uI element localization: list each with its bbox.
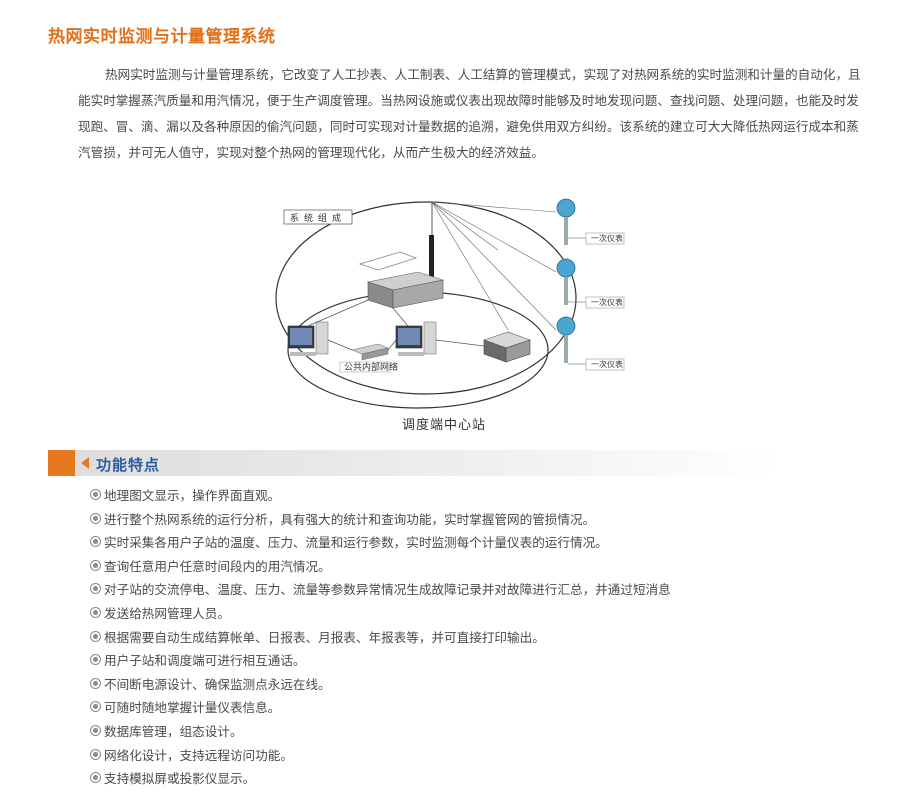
page-title: 热网实时监测与计量管理系统 (48, 27, 276, 47)
features-section-header: 功能特点 (48, 450, 778, 476)
bullet-icon (90, 701, 101, 713)
feature-text: 用户子站和调度端可进行相互通话。 (104, 653, 306, 669)
feature-text: 支持模拟屏或投影仪显示。 (104, 771, 256, 787)
feature-text: 查询任意用户任意时间段内的用汽情况。 (104, 558, 331, 574)
computer-icon-left (287, 321, 329, 356)
bullet-icon (90, 630, 101, 642)
system-composition-label: 系统组成 (290, 212, 346, 224)
feature-item: 对子站的交流停电、温度、压力、流量等参数异常情况生成故障记录并对故障进行汇总，并… (90, 578, 671, 602)
computer-icon-right (395, 321, 437, 356)
instrument-label-2: 一次仪表 (591, 297, 623, 307)
feature-text: 不间断电源设计、确保监测点永远在线。 (104, 676, 331, 692)
server-icon (366, 271, 445, 309)
bullet-icon (90, 677, 101, 689)
feature-item: 网络化设计，支持远程访问功能。 (90, 744, 671, 768)
feature-item: 支持模拟屏或投影仪显示。 (90, 767, 671, 791)
instrument-label-1: 一次仪表 (591, 233, 623, 243)
instrument-label-3: 一次仪表 (591, 359, 623, 369)
feature-item: 查询任意用户任意时间段内的用汽情况。 (90, 555, 671, 579)
feature-item: 发送给热网管理人员。 (90, 602, 671, 626)
section-accent-block (48, 450, 75, 476)
feature-item: 地理图文显示，操作界面直观。 (90, 484, 671, 508)
bullet-icon (90, 512, 101, 524)
instrument-icon-2 (556, 258, 625, 309)
printer-icon (483, 331, 531, 363)
feature-text: 进行整个热网系统的运行分析，具有强大的统计和查询功能，实时掌握管网的管损情况。 (104, 511, 596, 527)
feature-item: 数据库管理，组态设计。 (90, 720, 671, 744)
bullet-icon (90, 724, 101, 736)
feature-item: 用户子站和调度端可进行相互通话。 (90, 649, 671, 673)
bullet-icon (90, 536, 101, 548)
system-diagram-graphic: 公共内部网络 一次仪表 (275, 198, 625, 409)
bullet-icon (90, 489, 101, 500)
feature-text: 地理图文显示，操作界面直观。 (104, 488, 281, 503)
feature-text: 根据需要自动生成结算帐单、日报表、月报表、年报表等，并可直接打印输出。 (104, 629, 545, 645)
system-diagram: 公共内部网络 一次仪表 (268, 190, 638, 438)
bullet-icon (90, 772, 101, 784)
feature-text: 可随时随地掌握计量仪表信息。 (104, 700, 281, 716)
instrument-icon-1 (556, 198, 625, 245)
feature-item: 进行整个热网系统的运行分析，具有强大的统计和查询功能，实时掌握管网的管损情况。 (90, 508, 671, 532)
feature-text: 实时采集各用户子站的温度、压力、流量和运行参数，实时监测每个计量仪表的运行情况。 (104, 535, 608, 551)
bullet-icon (90, 654, 101, 666)
intro-paragraph: 热网实时监测与计量管理系统，它改变了人工抄表、人工制表、人工结算的管理模式，实现… (78, 67, 861, 160)
feature-item: 不间断电源设计、确保监测点永远在线。 (90, 673, 671, 697)
features-list: 地理图文显示，操作界面直观。 进行整个热网系统的运行分析，具有强大的统计和查询功… (90, 484, 671, 791)
feature-text: 对子站的交流停电、温度、压力、流量等参数异常情况生成故障记录并对故障进行汇总，并… (104, 582, 671, 598)
diagram-caption: 调度端中心站 (402, 418, 487, 433)
feature-text: 网络化设计，支持远程访问功能。 (104, 747, 293, 763)
section-arrow-icon (81, 457, 89, 469)
instrument-icon-3 (556, 316, 625, 371)
feature-item: 根据需要自动生成结算帐单、日报表、月报表、年报表等，并可直接打印输出。 (90, 626, 671, 650)
antenna-mast (429, 235, 434, 283)
features-heading: 功能特点 (96, 456, 161, 474)
feature-item: 实时采集各用户子站的温度、压力、流量和运行参数，实时监测每个计量仪表的运行情况。 (90, 531, 671, 555)
bullet-icon (90, 559, 101, 571)
bullet-icon (90, 748, 101, 760)
feature-text: 数据库管理，组态设计。 (104, 723, 243, 739)
network-hub-icon (351, 343, 389, 361)
bullet-icon (90, 606, 101, 618)
hub-label: 公共内部网络 (344, 361, 398, 373)
feature-item: 可随时随地掌握计量仪表信息。 (90, 696, 671, 720)
bullet-icon (90, 583, 101, 595)
system-boundary-ellipse (275, 201, 577, 395)
feature-text: 发送给热网管理人员。 (104, 605, 230, 621)
